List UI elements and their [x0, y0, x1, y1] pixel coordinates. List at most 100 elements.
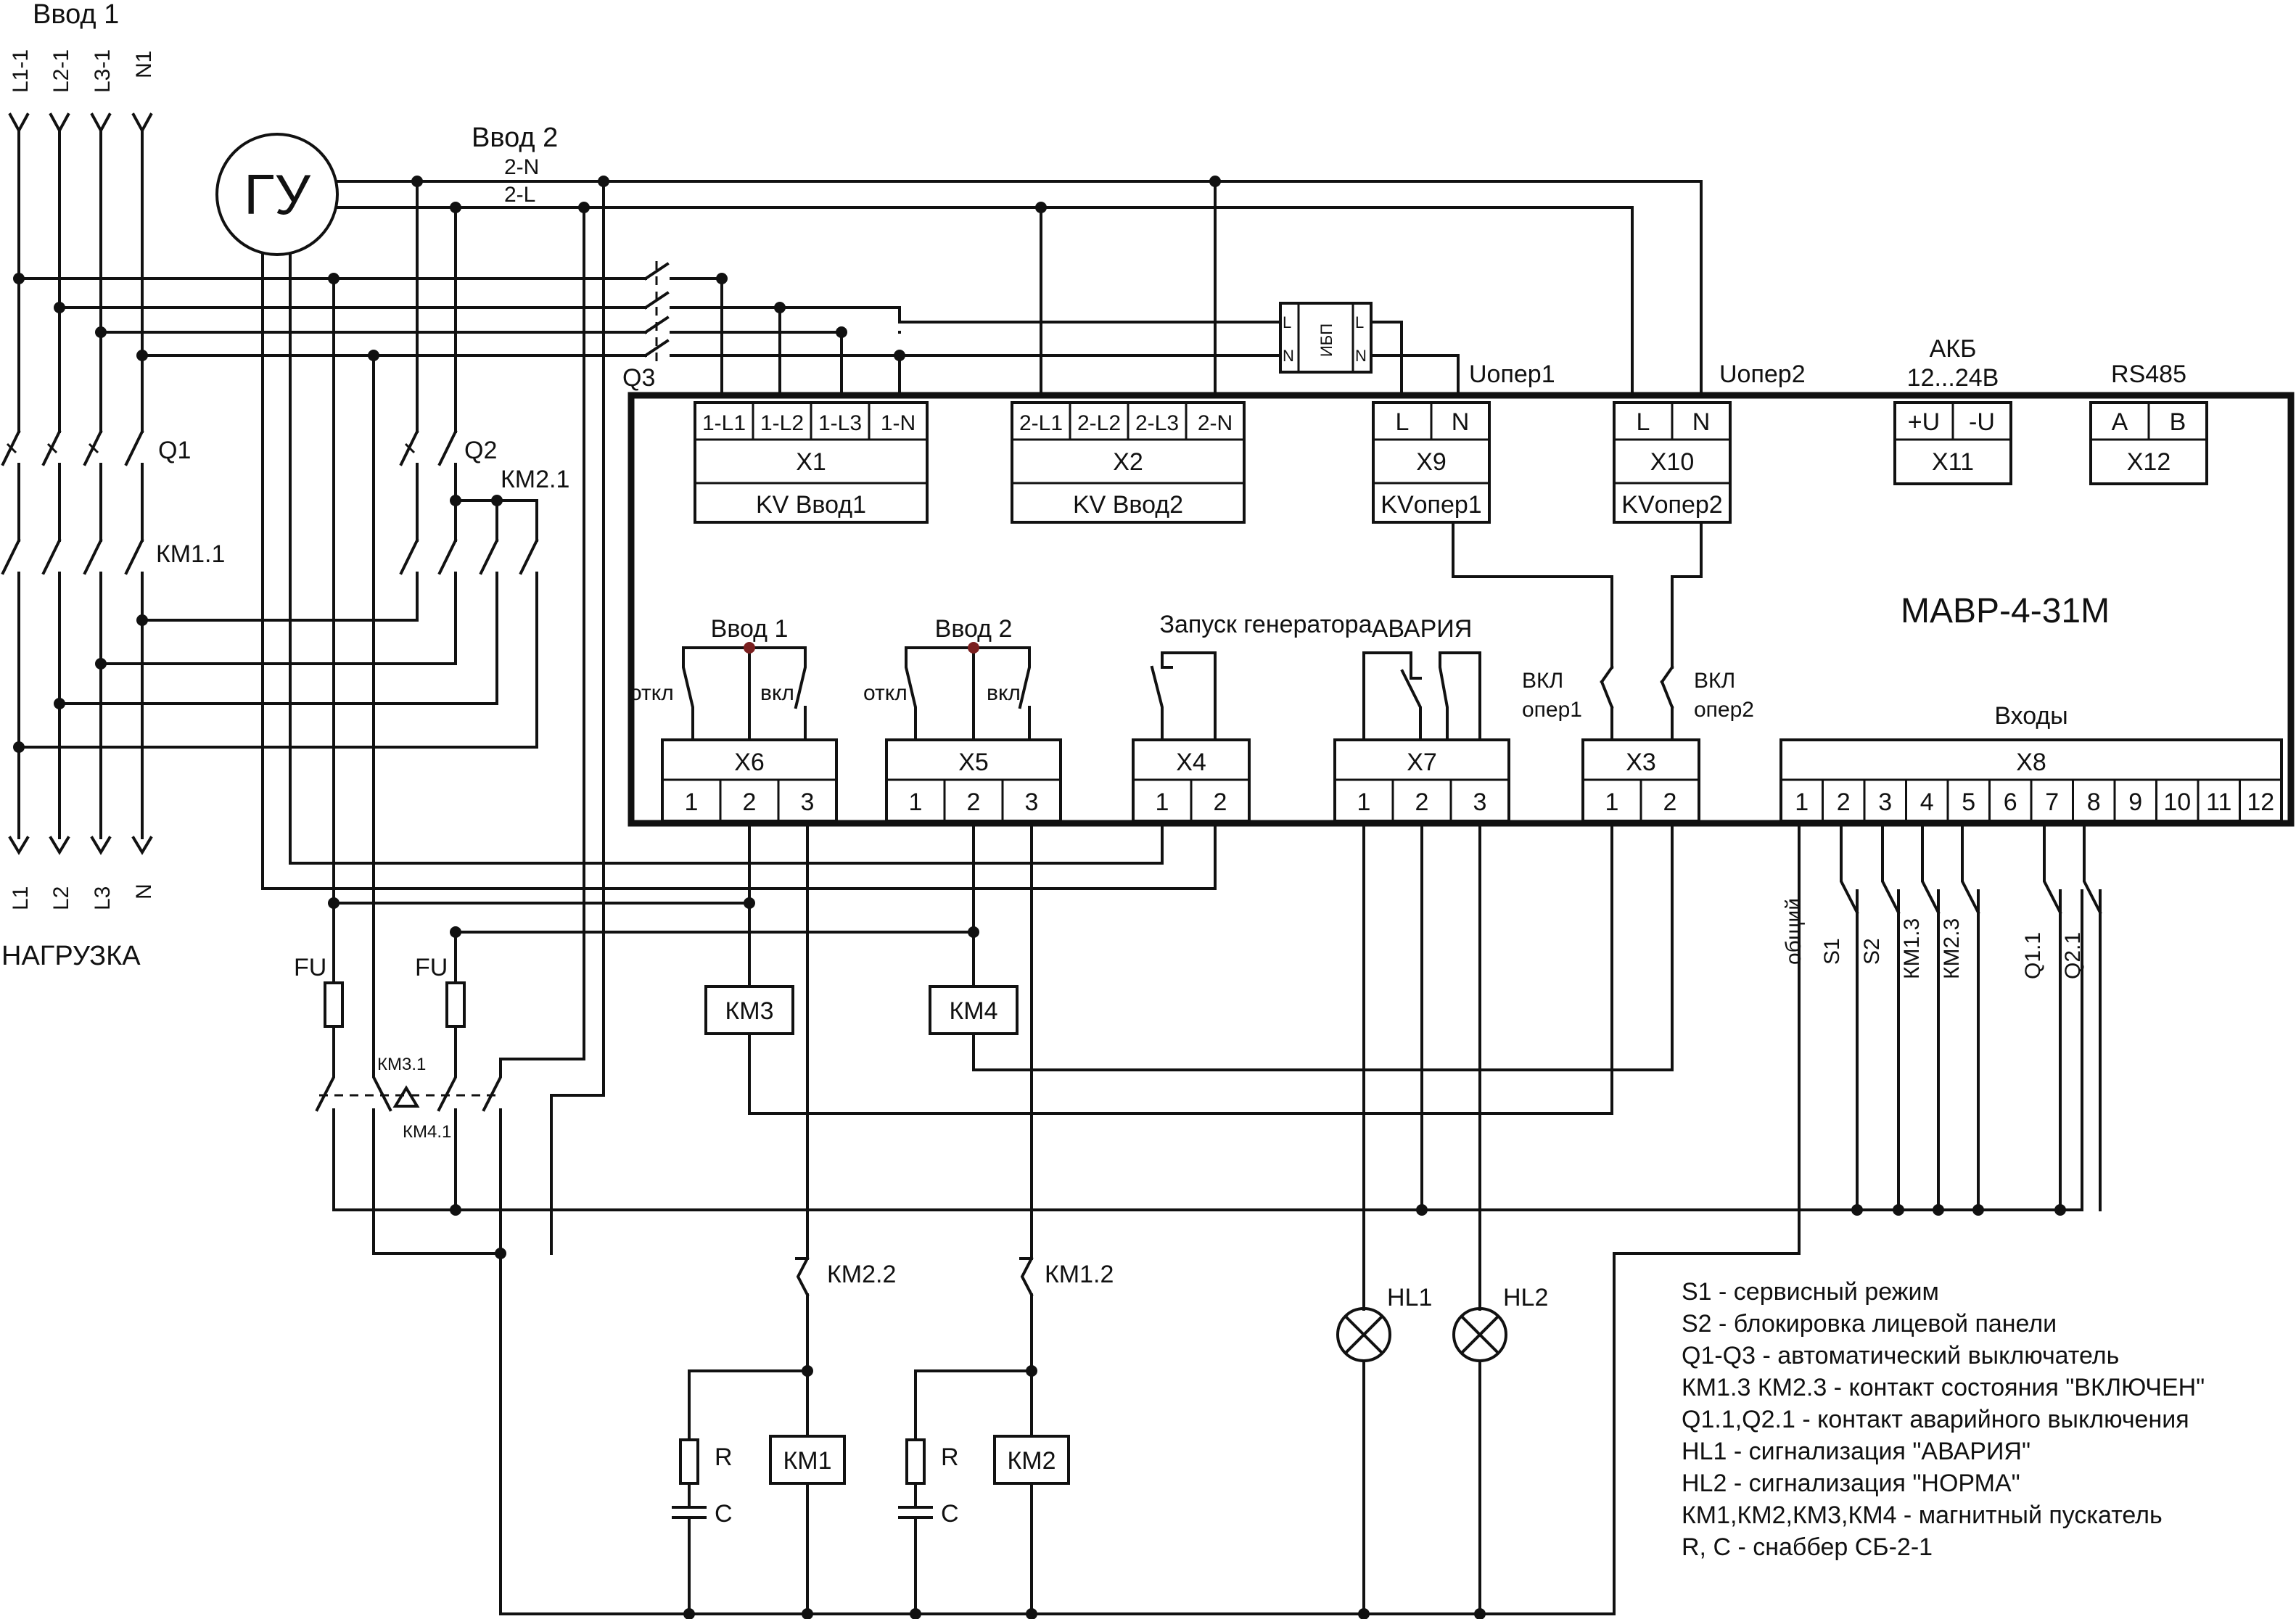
x8-pin-2: 2 — [1837, 788, 1851, 816]
input-2-title: Ввод 2 — [472, 123, 558, 153]
input-1-line-l1: L1-1 — [9, 49, 33, 93]
legend-line-8: КМ1,КМ2,КМ3,КМ4 - магнитный пускатель — [1682, 1501, 2163, 1529]
km1-label: КМ1 — [783, 1447, 831, 1475]
x6-pin-2: 2 — [743, 788, 757, 816]
x4-pin-1: 1 — [1156, 788, 1169, 816]
module-frame — [628, 392, 2295, 827]
x8-pin-6: 6 — [2004, 788, 2017, 816]
x12-pin-b: B — [2170, 408, 2186, 436]
load-line-n: N — [132, 883, 156, 899]
contact-km2-1: КМ2.1 — [399, 466, 569, 575]
input-1-line-l3: L3-1 — [91, 49, 115, 93]
x2-sub: KV Ввод2 — [1073, 491, 1183, 519]
q2-label: Q2 — [464, 437, 497, 464]
x12-pin-a: A — [2112, 408, 2128, 436]
breaker-q2: Q2 — [399, 429, 497, 466]
x10-supply: Uопер2 — [1719, 361, 1806, 388]
x2-pin-3: 2-L3 — [1135, 411, 1179, 435]
snubber-2-r: R — [941, 1443, 959, 1471]
km2-label: КМ2 — [1007, 1447, 1056, 1475]
hl1-label: HL1 — [1387, 1284, 1432, 1311]
x11-name: X11 — [1932, 448, 1974, 476]
x9-supply: Uопер1 — [1469, 361, 1555, 388]
x8-inputs: общий S1 S2 КМ1.3 КМ2.3 Q1.1 Q2.1 — [1782, 820, 2102, 1216]
x3-on2-b: опер2 — [1694, 698, 1754, 722]
ups-name: ИБП — [1317, 324, 1336, 357]
x1-pin-3: 1-L3 — [818, 411, 862, 435]
x3-on1-a: ВКЛ — [1522, 669, 1563, 693]
input-2-line-n: 2-N — [504, 155, 539, 179]
x8-pin-11: 11 — [2206, 788, 2231, 816]
ups: L N L N ИБП — [1279, 302, 1373, 374]
legend-line-6: HL1 - сигнализация "АВАРИЯ" — [1682, 1438, 2030, 1465]
x2-pin-4: 2-N — [1198, 411, 1233, 435]
generator: ГУ — [215, 133, 339, 256]
x8-km2-3-label: КМ2.3 — [1940, 918, 1964, 979]
fu-left-label: FU — [294, 954, 326, 981]
x8-pin-4: 4 — [1920, 788, 1934, 816]
x6-pin-1: 1 — [685, 788, 699, 816]
x9-name: X9 — [1416, 448, 1447, 476]
terminal-x10: Uопер2 L N X10 KVопер2 — [1613, 361, 1806, 524]
legend-line-7: HL2 - сигнализация "НОРМА" — [1682, 1470, 2020, 1497]
snubber-1: R C — [672, 1369, 733, 1615]
x6-title: Ввод 1 — [711, 615, 789, 643]
x7-title: АВАРИЯ — [1372, 615, 1473, 643]
terminal-x4: Запуск генератора X4 1 2 — [1132, 611, 1373, 823]
snubber-2-c: C — [941, 1500, 959, 1528]
x7-name: X7 — [1407, 749, 1437, 776]
x1-name: X1 — [796, 448, 826, 476]
load: L1 L2 L3 N НАГРУЗКА — [1, 836, 156, 971]
ups-in-n: N — [1283, 347, 1294, 365]
snubber-2: R C — [898, 1369, 959, 1615]
x8-q2-1-label: Q2.1 — [2061, 932, 2085, 979]
ups-in-l: L — [1283, 313, 1291, 331]
x12-title: RS485 — [2111, 361, 2186, 388]
input-1: Ввод 1 L1-1 L2-1 L3-1 N1 — [8, 0, 156, 839]
x8-common-label: общий — [1782, 898, 1806, 965]
x4-name: X4 — [1176, 749, 1206, 776]
coil-km2: КМ2 — [993, 1435, 1070, 1485]
x1-pin-2: 1-L2 — [760, 411, 804, 435]
x9-sub: KVопер1 — [1381, 491, 1481, 519]
x8-pin-9: 9 — [2128, 788, 2142, 816]
x8-km1-3-label: КМ1.3 — [1900, 918, 1924, 979]
contact-km1-1: КМ1.1 — [1, 538, 225, 575]
x6-pin-3: 3 — [801, 788, 815, 816]
x9-pin-l: L — [1396, 408, 1410, 436]
km4-label: КМ4 — [949, 997, 997, 1025]
terminal-x2: 2-L1 2-L2 2-L3 2-N X2 KV Ввод2 — [1011, 401, 1246, 524]
x8-pin-10: 10 — [2163, 788, 2191, 816]
x5-pin-3: 3 — [1025, 788, 1039, 816]
x12-name: X12 — [2127, 448, 2171, 476]
x8-name: X8 — [2016, 749, 2046, 776]
x6-name: X6 — [734, 749, 765, 776]
hl2-label: HL2 — [1503, 1284, 1548, 1311]
load-title: НАГРУЗКА — [1, 941, 141, 971]
ups-out-l: L — [1355, 313, 1364, 331]
km1-2-label: КМ1.2 — [1045, 1261, 1114, 1288]
generator-label: ГУ — [244, 162, 310, 226]
terminal-x12: RS485 A B X12 — [2089, 361, 2208, 485]
km2-1-label: КМ2.1 — [501, 466, 569, 493]
load-line-l2: L2 — [49, 886, 73, 910]
x10-pin-n: N — [1692, 408, 1711, 436]
snubber-1-r: R — [715, 1443, 733, 1471]
x11-title-2: 12...24В — [1907, 364, 1999, 392]
km3-1-label: КМ3.1 — [377, 1055, 426, 1074]
x6-on: вкл — [760, 681, 794, 705]
breaker-q3: Q3 — [622, 261, 670, 392]
x9-pin-n: N — [1452, 408, 1470, 436]
km4-1-label: КМ4.1 — [403, 1122, 451, 1142]
x1-pin-4: 1-N — [881, 411, 915, 435]
x3-name: X3 — [1626, 749, 1656, 776]
x8-pin-8: 8 — [2087, 788, 2101, 816]
legend-line-1: S1 - сервисный режим — [1682, 1278, 1939, 1306]
terminal-x6: Ввод 1 откл вкл X6 1 2 3 — [630, 615, 838, 823]
terminal-x5: Ввод 2 откл вкл X5 1 2 3 — [863, 615, 1062, 823]
lamp-hl1: HL1 — [1336, 1284, 1432, 1362]
km1-1-label: КМ1.1 — [156, 540, 225, 568]
legend-line-4: КМ1.3 КМ2.3 - контакт состояния "ВКЛЮЧЕН… — [1682, 1374, 2205, 1401]
